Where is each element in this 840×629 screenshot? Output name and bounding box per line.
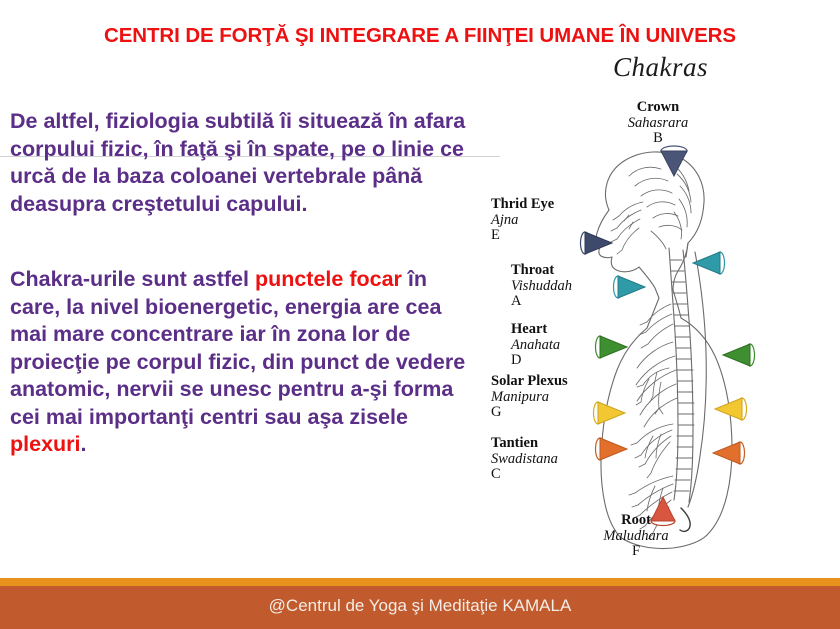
paragraph-2-segment-3: . xyxy=(80,432,87,456)
chakra-label-tantien: Tantien Swadistana C xyxy=(491,435,558,483)
chakra-label-heart-note: D xyxy=(511,352,522,368)
chakra-label-third-eye-sanskrit: Ajna xyxy=(491,211,519,228)
chakra-cone-root xyxy=(648,495,678,527)
chakra-label-crown-sanskrit: Sahasrara xyxy=(627,114,689,131)
chakra-label-solar-plexus-sanskrit: Manipura xyxy=(491,388,549,405)
chakra-label-throat: Throat Vishuddah A xyxy=(511,262,572,310)
chakra-label-root-name: Root xyxy=(621,512,651,528)
footer-accent-strip xyxy=(0,578,840,586)
chakra-label-crown-note: B xyxy=(653,130,663,146)
chakra-diagram-title: Chakras xyxy=(612,52,708,82)
chakra-label-third-eye-note: E xyxy=(491,227,500,243)
highlight-punctele-focar: punctele focar xyxy=(254,267,402,291)
chakra-cone-solar-plexus-back xyxy=(713,396,748,422)
chakra-label-throat-name: Throat xyxy=(511,262,555,278)
chakra-label-throat-note: A xyxy=(511,293,522,309)
paragraph-2: Chakra-urile sunt astfel punctele focar … xyxy=(10,266,480,459)
chakra-cone-tantien-back xyxy=(711,440,746,466)
chakra-label-root: Root Maludhara F xyxy=(551,512,721,560)
paragraph-1: De altfel, fiziologia subtilă îi situeaz… xyxy=(10,109,466,216)
chakra-label-root-sanskrit: Maludhara xyxy=(603,527,669,544)
chakra-label-heart: Heart Anahata D xyxy=(511,321,561,369)
divider-line xyxy=(0,156,500,157)
chakra-label-tantien-note: C xyxy=(491,466,501,482)
chakra-label-solar-plexus: Solar Plexus Manipura G xyxy=(491,373,568,421)
chakra-diagram: Chakras xyxy=(483,52,838,562)
chakra-label-third-eye-name: Thrid Eye xyxy=(491,196,555,212)
chakra-label-root-note: F xyxy=(631,543,641,559)
footer-band xyxy=(0,586,840,629)
chakra-label-tantien-sanskrit: Swadistana xyxy=(491,450,558,467)
body-text-column: De altfel, fiziologia subtilă îi situeaz… xyxy=(10,108,480,459)
chakra-label-heart-name: Heart xyxy=(511,321,548,337)
chakra-label-throat-sanskrit: Vishuddah xyxy=(511,277,572,294)
paragraph-2-segment-1: Chakra-urile sunt astfel xyxy=(10,267,255,291)
chakra-cone-third-eye xyxy=(579,230,614,256)
chakra-label-solar-plexus-name: Solar Plexus xyxy=(491,373,568,389)
chakra-label-third-eye: Thrid Eye Ajna E xyxy=(491,196,555,244)
chakra-cone-throat-back xyxy=(691,250,726,276)
chakra-cone-throat-front xyxy=(612,274,647,300)
paragraph-2-segment-2: în care, la nivel bioenergetic, energia … xyxy=(10,267,466,429)
chakra-cone-heart-back xyxy=(721,342,756,368)
chakra-cone-tantien-front xyxy=(594,436,629,462)
chakra-label-solar-plexus-note: G xyxy=(491,404,502,420)
chakra-cone-heart-front xyxy=(594,334,629,360)
footer-credit: @Centrul de Yoga şi Meditaţie KAMALA xyxy=(268,596,572,615)
page-title: CENTRI DE FORŢĂ ŞI INTEGRARE A FIINŢEI U… xyxy=(104,24,736,47)
anatomy-line-art xyxy=(483,52,838,562)
chakra-label-tantien-name: Tantien xyxy=(491,435,539,451)
chakra-label-heart-sanskrit: Anahata xyxy=(511,336,561,353)
highlight-plexuri: plexuri xyxy=(10,432,81,456)
chakra-label-crown-name: Crown xyxy=(636,99,680,115)
chakra-cone-crown xyxy=(659,145,689,178)
chakra-cone-solar-plexus-front xyxy=(592,400,627,426)
chakra-label-crown: Crown Sahasrara B xyxy=(573,99,743,147)
